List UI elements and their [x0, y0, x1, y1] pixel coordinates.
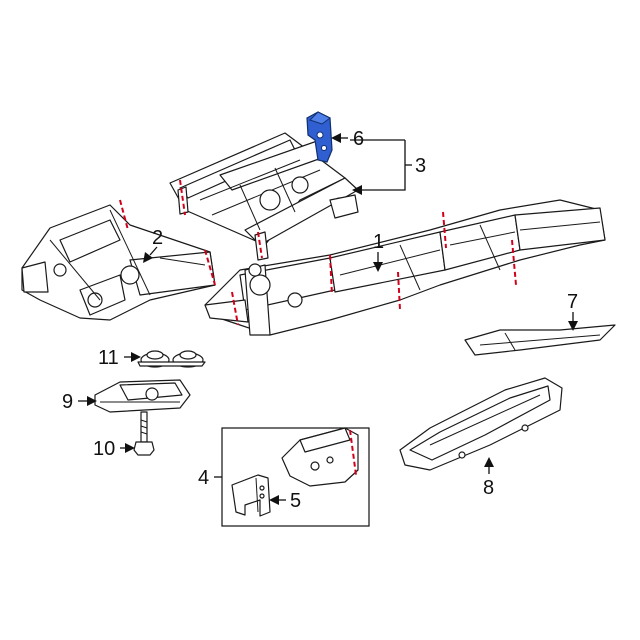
leader-lines	[78, 133, 578, 505]
part-1-main-frame[interactable]	[204, 199, 606, 336]
part-3-crossmember-frame[interactable]	[169, 132, 359, 261]
cut-line	[397, 271, 401, 311]
part-2-front-frame-section[interactable]	[21, 199, 216, 321]
part-8-fuel-tank-shield[interactable]	[399, 377, 563, 471]
callout-labels: 1 2 3 4 5 6 7 8 9 10 11	[62, 128, 578, 512]
callout-1: 1	[373, 231, 384, 253]
cut-line	[231, 291, 239, 326]
cut-line	[204, 249, 216, 286]
part-6-bracket[interactable]	[306, 111, 333, 163]
cut-line	[119, 199, 129, 231]
cut-line	[179, 179, 186, 216]
callout-9: 9	[62, 391, 73, 413]
callout-10: 10	[93, 438, 115, 460]
callout-6: 6	[353, 128, 364, 150]
callout-8: 8	[483, 477, 494, 499]
part-10-bolt[interactable]	[133, 411, 155, 456]
callout-11: 11	[98, 347, 119, 369]
part-7-skid-plate[interactable]	[464, 324, 616, 356]
callout-7: 7	[567, 291, 578, 313]
part-4-frame-extension[interactable]	[281, 427, 359, 487]
callout-4: 4	[198, 467, 209, 489]
cut-line	[442, 211, 447, 249]
callout-2: 2	[152, 227, 163, 249]
cut-line	[329, 254, 333, 296]
cut-line	[257, 231, 263, 259]
callout-3: 3	[415, 155, 426, 177]
callout-5: 5	[290, 490, 301, 512]
part-9-frame-bracket[interactable]	[94, 379, 191, 413]
part-5-reinforcement-plate[interactable]	[231, 474, 271, 517]
part-11-body-mounts[interactable]	[137, 350, 206, 368]
